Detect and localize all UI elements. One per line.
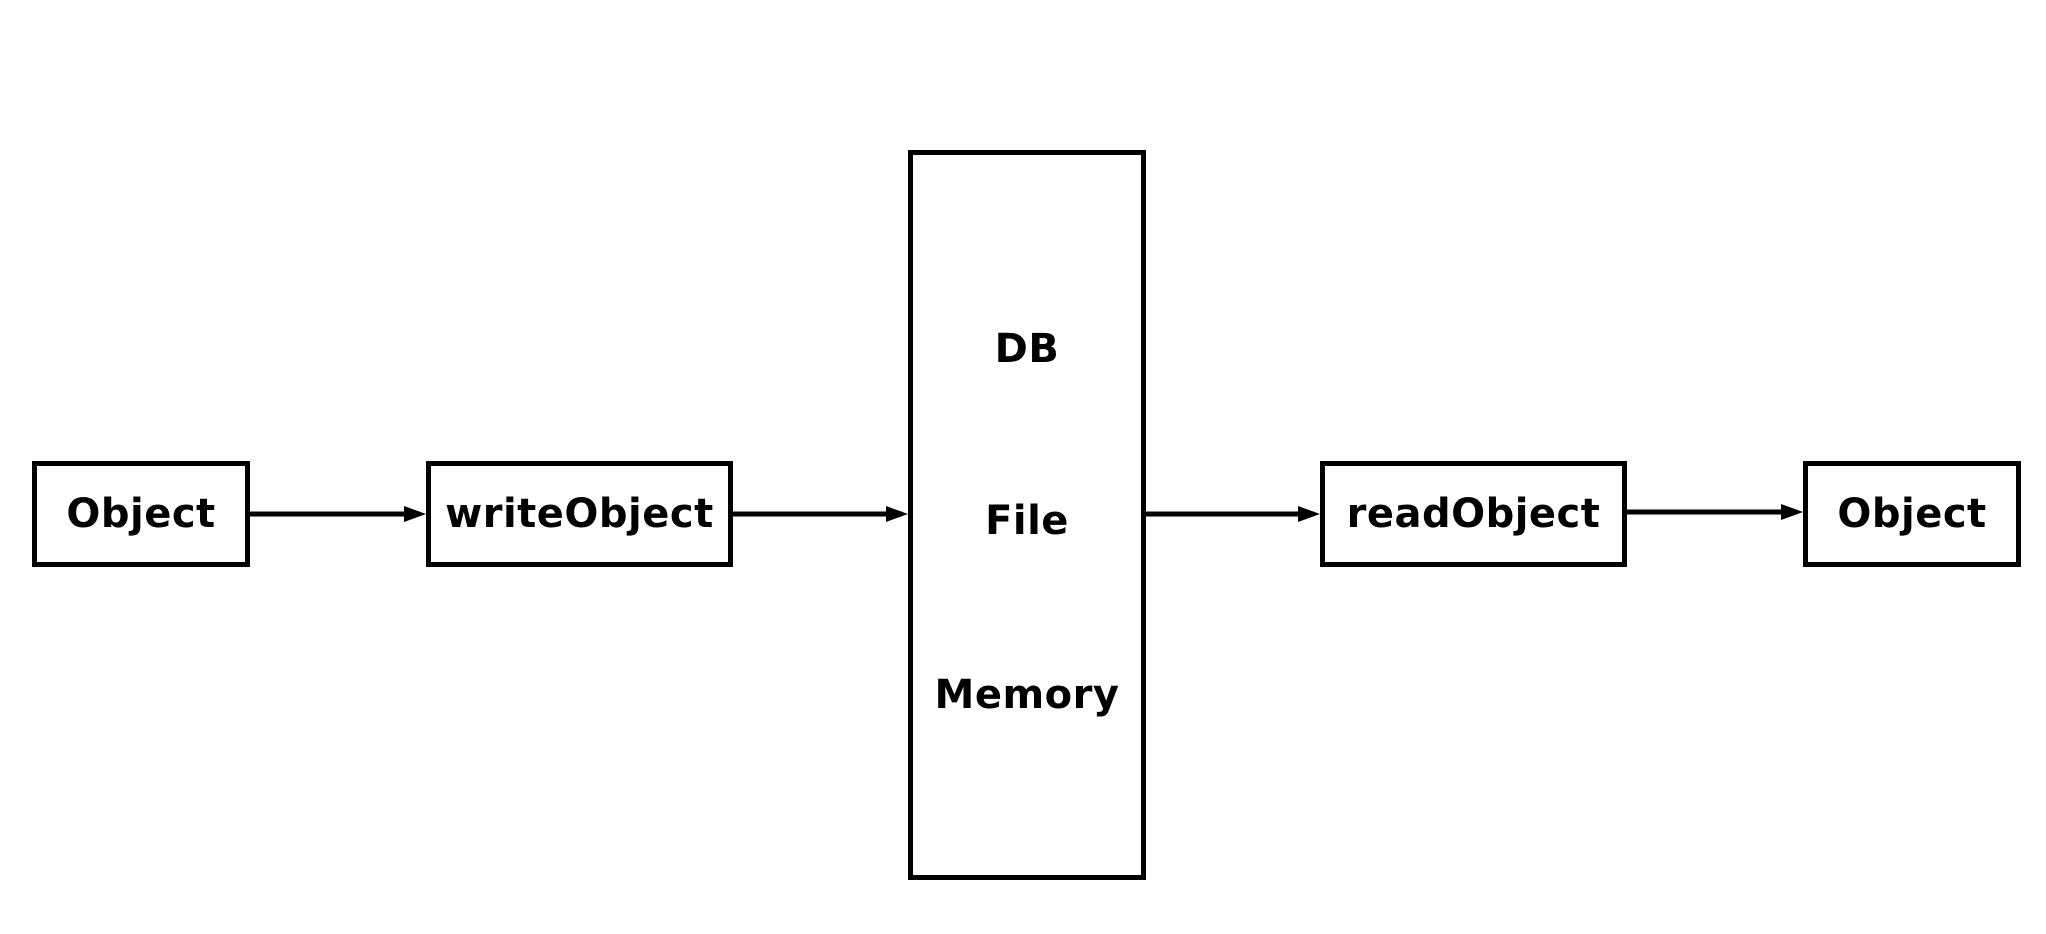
- write-object-box: writeObject: [426, 461, 733, 567]
- object-target-box: Object: [1803, 461, 2021, 567]
- storage-file-label: File: [985, 498, 1069, 544]
- read-object-label: readObject: [1346, 491, 1601, 537]
- object-source-label: Object: [66, 491, 216, 537]
- object-source-box: Object: [32, 461, 250, 567]
- storage-box: DB File Memory: [908, 150, 1146, 880]
- write-object-label: writeObject: [445, 491, 714, 537]
- storage-memory-label: Memory: [934, 672, 1120, 718]
- read-object-box: readObject: [1320, 461, 1627, 567]
- storage-db-label: DB: [994, 326, 1060, 372]
- object-target-label: Object: [1837, 491, 1987, 537]
